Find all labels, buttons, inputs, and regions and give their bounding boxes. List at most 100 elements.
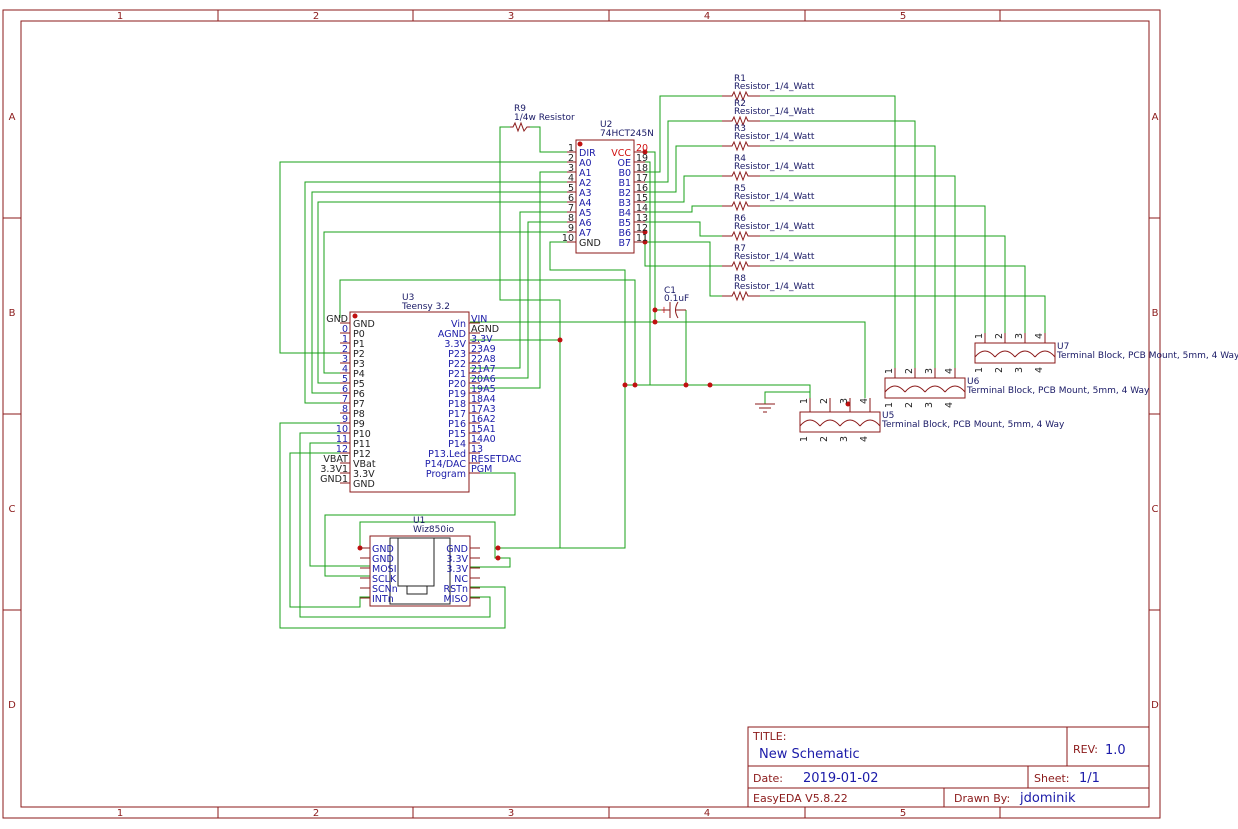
u2-pin-name: B5 [618, 218, 631, 229]
tb-pin-num-top: 1 [884, 368, 895, 374]
date-value: 2019-01-02 [803, 771, 879, 786]
u3-net-label: 22A8 [471, 354, 496, 365]
u3-net-label: 18A4 [471, 394, 496, 405]
u2-pin-name: A1 [579, 168, 592, 179]
u3-pin-name: P0 [353, 329, 365, 340]
tb-pin-num-top: 2 [904, 368, 915, 374]
tb-pin-num-top: 1 [974, 333, 985, 339]
sheet-label: Sheet: [1034, 772, 1070, 785]
u1-pin-name: NC [454, 574, 468, 585]
u2-pin-name: B2 [618, 188, 631, 199]
resistor-ref: R7 [734, 244, 746, 254]
tb-pin-num-bottom: 2 [819, 436, 830, 442]
u3-net-label: 11 [336, 434, 348, 445]
u3-pin-name: P20 [448, 379, 466, 390]
u2-ref: U2 [600, 120, 612, 130]
u3-net-label: RESETDAC [471, 454, 522, 465]
u2-pin-num: 3 [568, 163, 574, 174]
u2-pin-name: OE [618, 158, 631, 169]
resistor-ref: R2 [734, 99, 746, 109]
u3-pin-name: P2 [353, 349, 365, 360]
tb-pin-num-top: 3 [839, 398, 850, 404]
tb-pin-num-bottom: 4 [1034, 367, 1045, 373]
u3-net-label: 5 [342, 374, 348, 385]
u3-net-label: 8 [342, 404, 348, 415]
tb-pin-num-bottom: 1 [974, 367, 985, 373]
tb-pin-num-bottom: 2 [994, 367, 1005, 373]
u3-pin-name: P5 [353, 379, 365, 390]
resistor-value: Resistor_1/4_Watt [734, 222, 815, 232]
u2-pin-num: 8 [568, 213, 574, 224]
u1-pin-name: GND [372, 554, 394, 565]
u3-pin-name: Vin [451, 319, 466, 330]
resistor-ref: R3 [734, 124, 746, 134]
u3-pin-name: P9 [353, 419, 365, 430]
u2-pin-num: 5 [568, 183, 574, 194]
title-label: TITLE: [752, 730, 786, 743]
u2-pin-name: B7 [618, 238, 631, 249]
row-label-d: D [8, 700, 16, 711]
tb-pin-num-top: 2 [994, 333, 1005, 339]
col-label-4-bottom: 4 [704, 808, 710, 819]
u3-net-label: VBAT [323, 454, 348, 465]
u3-pin-name: P23 [448, 349, 466, 360]
u3-net-label: 15A1 [471, 424, 496, 435]
u3-pin-name: P12 [353, 449, 371, 460]
u1-value: Wiz850io [413, 525, 455, 535]
u3-pin-name: P13.Led [428, 449, 466, 460]
resistor-value: Resistor_1/4_Watt [734, 162, 815, 172]
drawn-by-value: jdominik [1019, 791, 1076, 806]
u2-pin-name: A0 [579, 158, 592, 169]
row-label-c-right: C [1152, 504, 1159, 515]
u3-pin-name: P16 [448, 419, 466, 430]
u2-pin-num: 10 [562, 233, 574, 244]
u1-pin-name: INTn [372, 594, 394, 605]
resistor-value: Resistor_1/4_Watt [734, 282, 815, 292]
u2-pin-num: 14 [636, 203, 648, 214]
u2-pin-name: A2 [579, 178, 592, 189]
u3-net-label: 17A3 [471, 404, 496, 415]
u2-pin-name: B3 [618, 198, 631, 209]
title-value: New Schematic [759, 747, 860, 762]
u3-pin-name: P22 [448, 359, 466, 370]
u1-pin-name: SCNn [372, 584, 398, 595]
u2-pin-num: 1 [568, 143, 574, 154]
u3-net-label: 9 [342, 414, 348, 425]
u1-ref: U1 [413, 516, 425, 526]
u1-pin-name: GND [372, 544, 394, 555]
tb-pin-num-top: 1 [799, 398, 810, 404]
tb-ref: U5 [882, 411, 894, 421]
u1-pin-name: RSTn [444, 584, 468, 595]
u3-pin-name: 3.3V [444, 339, 466, 350]
resistor-r9[interactable]: R9 1/4w Resistor [510, 104, 575, 133]
u2-pin-name: DIR [579, 148, 596, 159]
u3-net-label: AGND [471, 324, 499, 335]
col-label-2-bottom: 2 [313, 808, 319, 819]
capacitor-c1[interactable]: C1 0.1uF + [660, 286, 689, 319]
u2-pin-num: 9 [568, 223, 574, 234]
col-label-3-bottom: 3 [508, 808, 514, 819]
u2-pin-name: VCC [611, 148, 631, 159]
u3-pin-name: P10 [353, 429, 371, 440]
col-label-1: 1 [117, 11, 123, 22]
resistor-value: Resistor_1/4_Watt [734, 252, 815, 262]
u3-pin-name: P14/DAC [425, 459, 466, 470]
resistor-ref: R5 [734, 184, 746, 194]
u2-pin-num: 6 [568, 193, 574, 204]
u3-pin-name: AGND [438, 329, 466, 340]
